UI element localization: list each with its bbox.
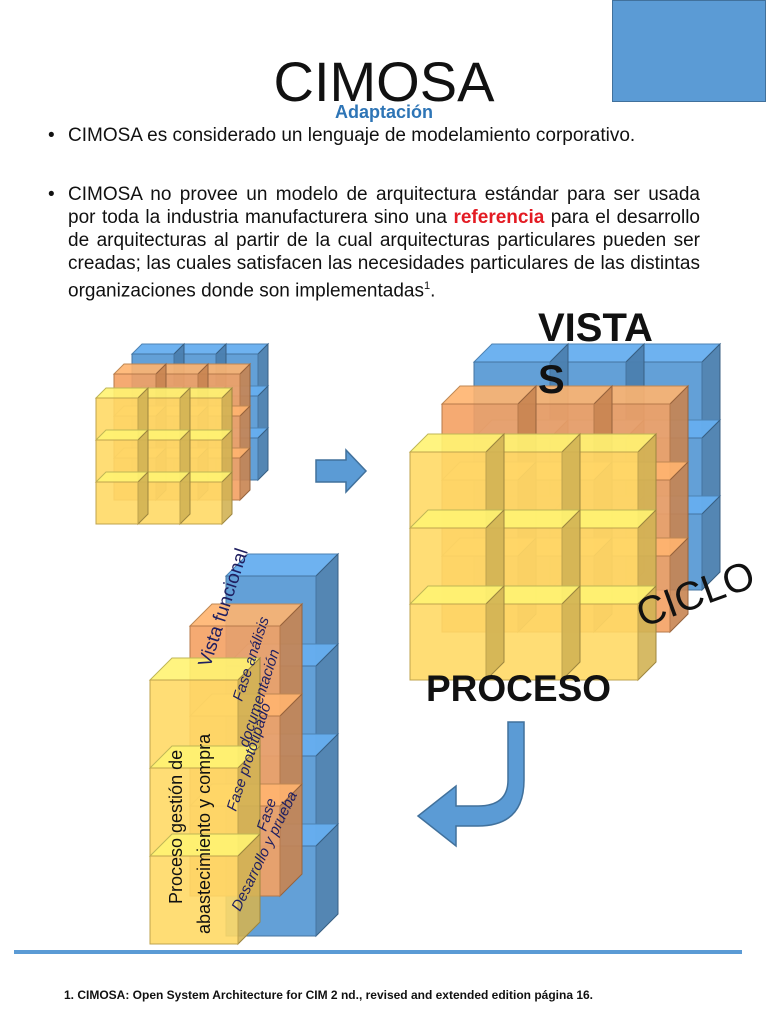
proceso-gestion-label-2: abastecimiento y compra bbox=[194, 733, 214, 934]
cube-face bbox=[409, 603, 487, 681]
bullet-2-highlight: referencia bbox=[453, 207, 545, 228]
bullet-2-text-start: CIMOSA no provee un modelo de arquitectu… bbox=[68, 184, 700, 228]
bullet-2-period: . bbox=[430, 280, 436, 302]
slide-subtitle: Adaptación bbox=[334, 102, 433, 122]
curved-arrow-icon bbox=[416, 721, 525, 848]
cube-face bbox=[257, 426, 269, 482]
large-cube-stack bbox=[408, 342, 722, 682]
bullet-2-text-end: para el desarrollo de arquitecturas al p… bbox=[68, 207, 700, 302]
labeled-cube-stack bbox=[148, 552, 340, 946]
bullet-1: • CIMOSA es considerado un lenguaje de m… bbox=[48, 124, 700, 147]
footnote-marker: 1 bbox=[423, 280, 431, 292]
proceso-label: PROCESO bbox=[426, 668, 612, 709]
cube-face bbox=[95, 481, 139, 525]
cube-face bbox=[179, 470, 191, 526]
cube-face bbox=[149, 855, 239, 945]
bullet-1-text: CIMOSA es considerado un lenguaje de mod… bbox=[68, 125, 636, 146]
bullet-2: • CIMOSA no provee un modelo de arquitec… bbox=[48, 183, 700, 302]
vistas-label: VISTA S bbox=[538, 302, 653, 406]
vistas-label-line1: VISTA bbox=[538, 306, 653, 350]
vistas-label-line2: S bbox=[538, 358, 565, 402]
cube-face bbox=[239, 446, 251, 502]
footnote: 1. CIMOSA: Open System Architecture for … bbox=[64, 988, 594, 1002]
right-arrow-icon bbox=[315, 448, 368, 494]
footer-divider bbox=[14, 950, 742, 954]
slide-title: CIMOSA bbox=[273, 50, 495, 113]
proceso-gestion-label: Proceso gestión de bbox=[166, 750, 186, 904]
cube-face bbox=[137, 470, 149, 526]
bullet-glyph: • bbox=[48, 184, 55, 205]
cube-face bbox=[221, 470, 233, 526]
corner-decoration-box bbox=[612, 0, 766, 102]
bullet-glyph: • bbox=[48, 125, 55, 146]
small-cube-stack bbox=[94, 342, 270, 526]
